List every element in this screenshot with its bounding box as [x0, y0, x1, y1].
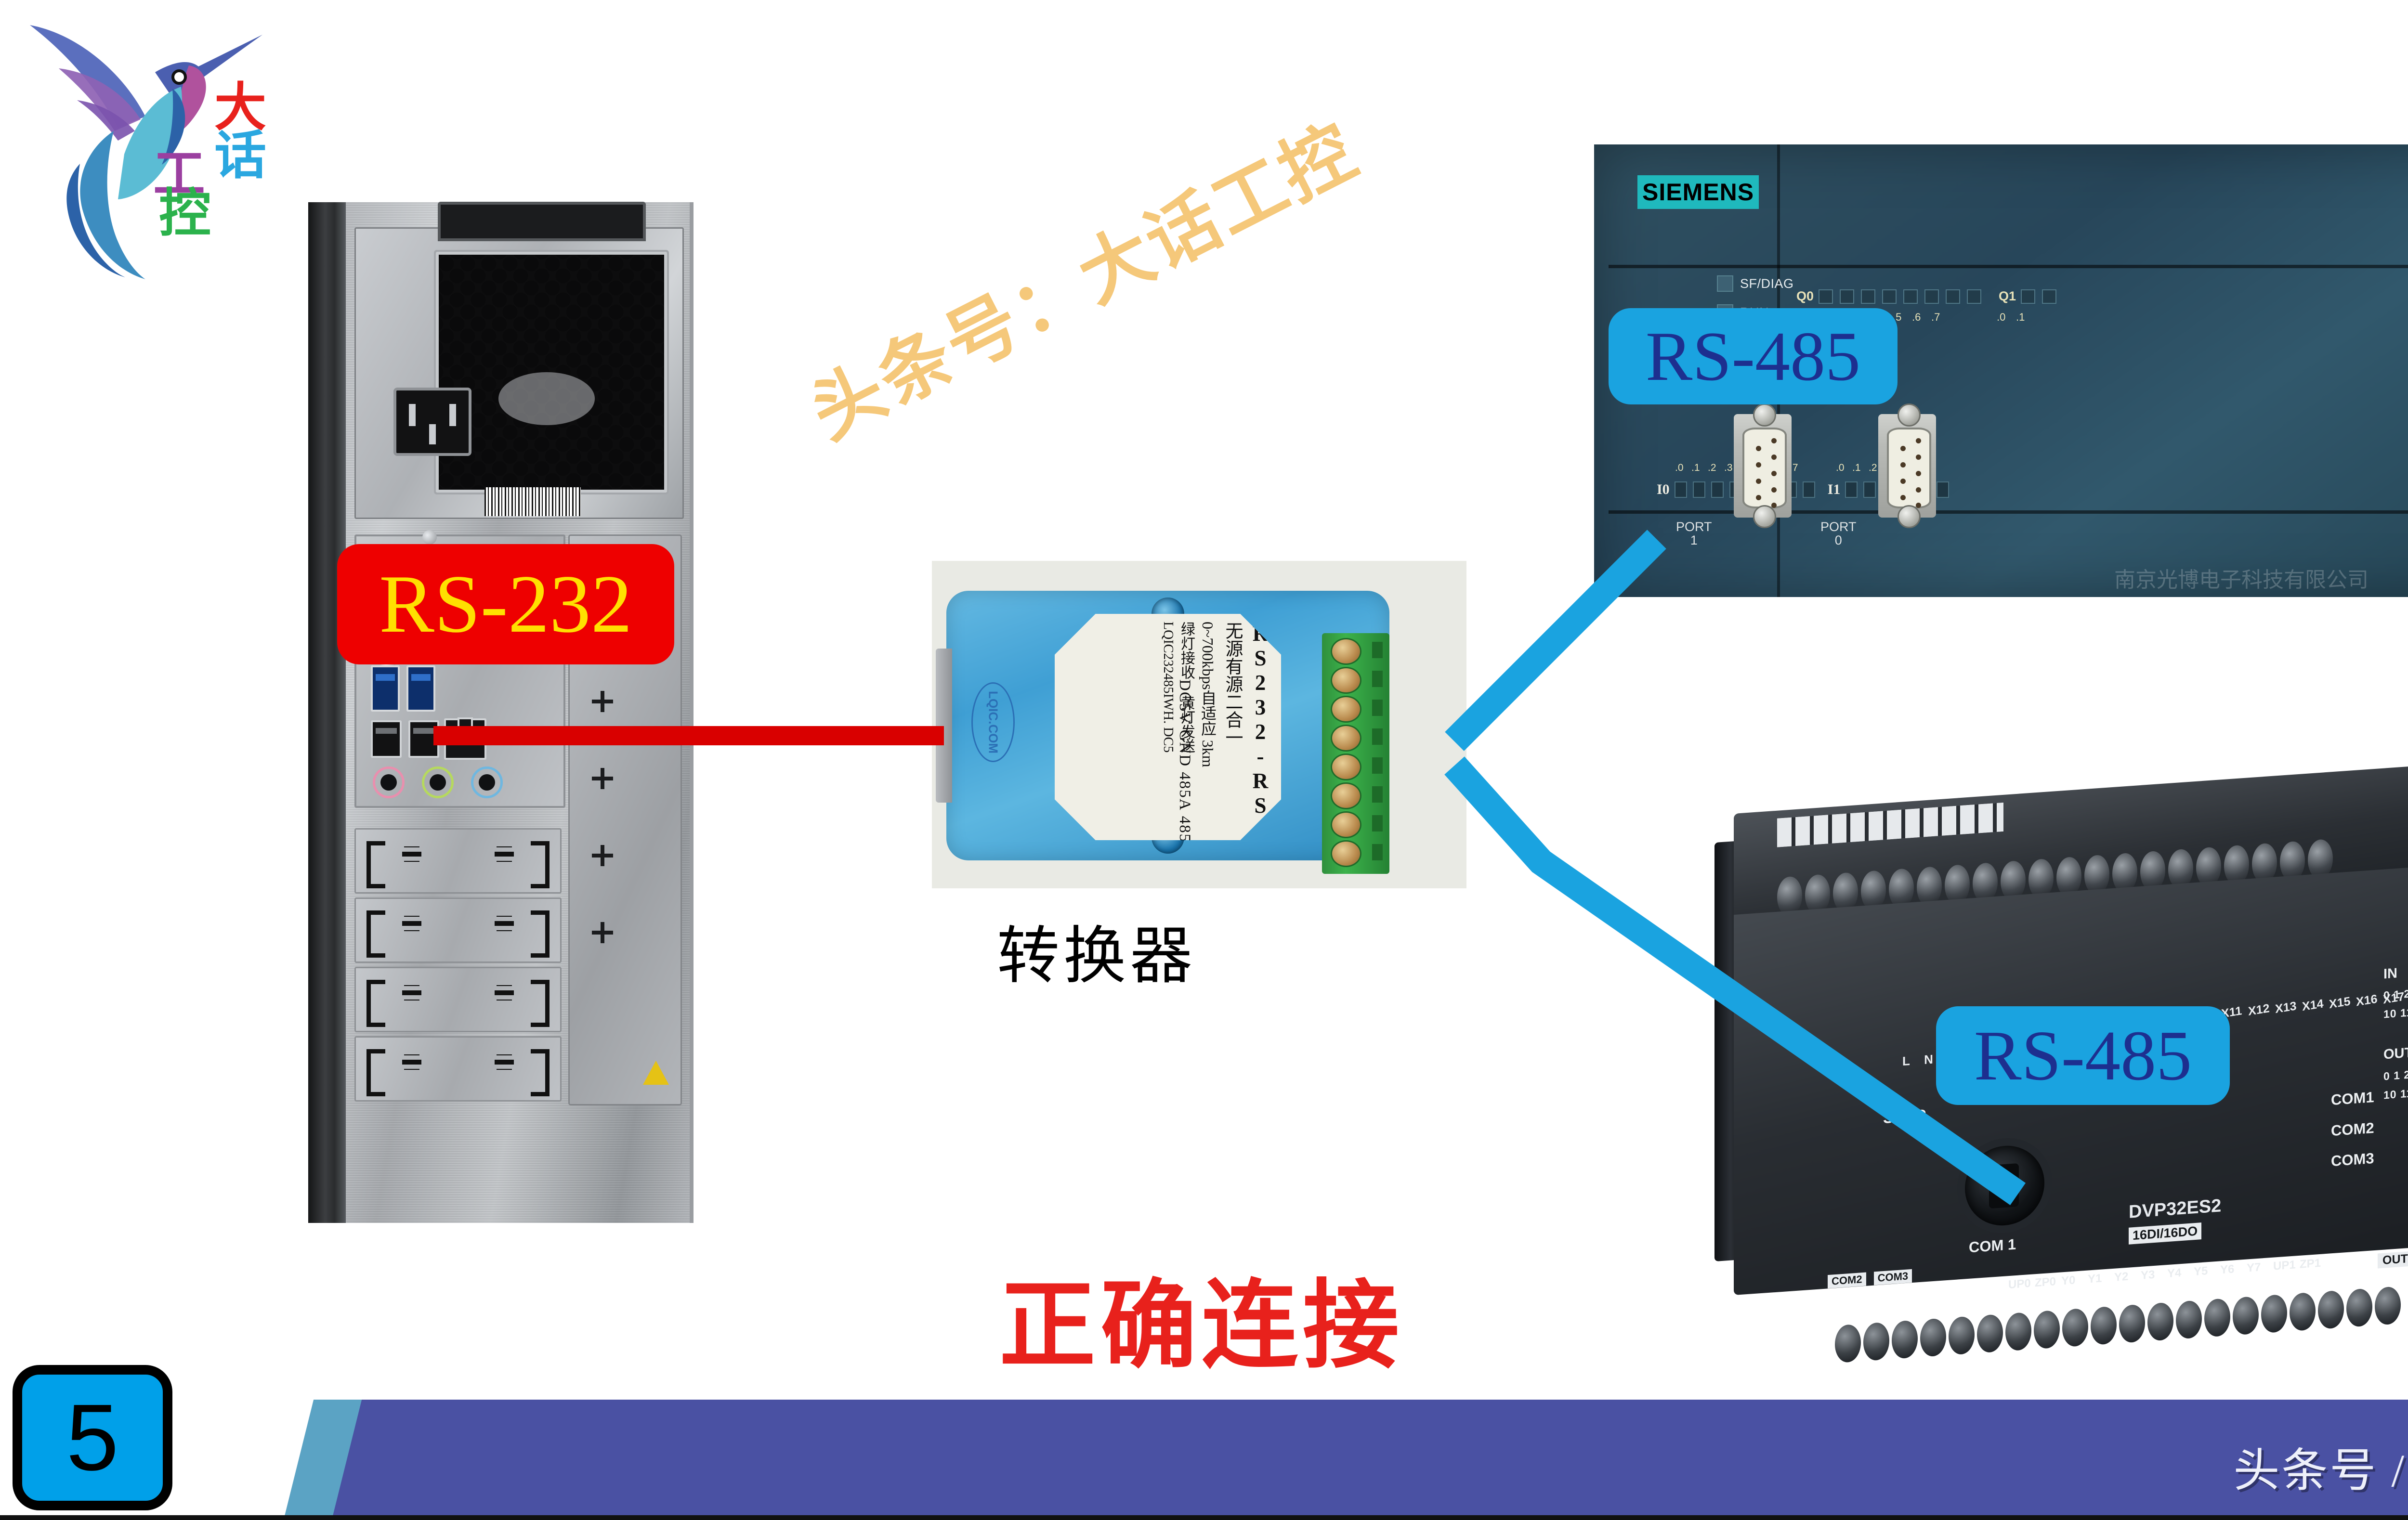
footer-bar: [331, 1400, 2408, 1520]
converter-model-number: LQIC232485IWH. DC5: [1161, 622, 1176, 753]
psu-vent: [434, 250, 669, 494]
expansion-slot-cover: [354, 897, 562, 963]
converter-terminal-names: DC5V GND 485A 485B 0000 0000 0000 0000: [1176, 679, 1193, 1017]
converter-spec-line: 0~700kbps自适应 3km: [1199, 622, 1217, 767]
delta-out-label: OUT: [2383, 1045, 2408, 1063]
siemens-brand-label: SIEMENS: [1637, 175, 1759, 209]
expansion-slot-area: [354, 828, 562, 1102]
line-in-jack[interactable]: [471, 766, 503, 798]
siemens-output-leds: Q0 Q1: [1796, 289, 2063, 304]
input-group-i1-label: I1: [1827, 481, 1841, 497]
ethernet-port[interactable]: [444, 717, 486, 760]
converter-caption: 转换器: [997, 922, 1197, 991]
siemens-port1-db9[interactable]: [1734, 403, 1792, 528]
hummingbird-icon: [30, 25, 262, 279]
rs232-callout-badge: RS-232: [337, 544, 674, 664]
expansion-slot-cover: [354, 1036, 562, 1102]
converter-feature-line: 无源有源二合一: [1222, 622, 1242, 746]
converter-label-sticker: RS232-RS485转换器 无源有源二合一 0~700kbps自适应 3km …: [1055, 614, 1281, 840]
desktop-pc-tower: [308, 202, 694, 1223]
logo-char-hua: 话: [214, 128, 266, 185]
rs485-delta-callout-badge: RS-485: [1936, 1006, 2230, 1105]
led-label-sf-diag: SF/DIAG: [1740, 276, 1794, 291]
power-terminal-l: L: [1902, 1053, 1910, 1069]
delta-out-group-tag: OUT: [2378, 1251, 2408, 1269]
expansion-slot-cover: [354, 967, 562, 1032]
microphone-jack[interactable]: [373, 766, 405, 798]
converter-terminal-block[interactable]: [1322, 633, 1389, 874]
led-sf-diag: [1717, 275, 1733, 292]
page-number: 5: [66, 1385, 119, 1490]
usb2-port-2[interactable]: [408, 720, 439, 758]
delta-com1-label: COM 1: [1969, 1235, 2016, 1256]
power-terminal-n: N: [1924, 1052, 1933, 1067]
converter-brand-logo: LQIC.COM: [971, 682, 1015, 762]
logo-char-gong: 工: [153, 146, 205, 203]
expansion-slot-cover: [354, 828, 562, 894]
diagonal-watermark: 头条号：大话工控: [798, 110, 1371, 455]
delta-com-terminal-list: COM1 COM2 COM3: [2331, 1088, 2374, 1170]
slide-footer: 头条号 / 大话工控 5: [0, 1365, 2408, 1520]
output-group-q1-label: Q1: [1999, 289, 2016, 303]
output-group-q0-label: Q0: [1796, 289, 1814, 303]
logo-char-kong: 控: [159, 185, 211, 243]
slide-title: 正确连接: [999, 1273, 1404, 1380]
power-supply-unit: [354, 202, 684, 519]
line-out-jack[interactable]: [422, 766, 454, 798]
rs485-siemens-callout-badge: RS-485: [1609, 308, 1898, 404]
delta-vent: [1777, 803, 2003, 847]
delta-bottom-terminals: [1835, 1286, 2403, 1364]
converter-title: RS232-RS485转换器: [1248, 622, 1272, 958]
delta-model-block: DVP32ES2 16DI/16DO: [2129, 1195, 2221, 1245]
rs232-rs485-converter: LQIC.COM RS232-RS485转换器 无源有源二合一 0~700kbp…: [932, 561, 1466, 888]
input-group-i0-label: I0: [1657, 481, 1670, 497]
siemens-photo-watermark: 南京光博电子科技有限公司: [2114, 568, 2369, 592]
warning-label-icon: [643, 1061, 669, 1085]
power-socket: [393, 388, 471, 456]
siemens-port0-db9[interactable]: [1878, 403, 1936, 528]
usb2-port-1[interactable]: [371, 720, 402, 758]
usb3-port-1[interactable]: [371, 665, 400, 712]
logo-char-da: 大: [214, 79, 266, 137]
converter-led-note: 绿灯接收 黄灯发送: [1178, 622, 1194, 753]
footer-credit: 头条号 / 大话工控: [2233, 1445, 2408, 1496]
page-number-badge: 5: [13, 1365, 172, 1510]
barcode-sticker: [484, 487, 581, 516]
usb3-port-2[interactable]: [406, 665, 435, 712]
brand-logo: 大 话 工 控: [19, 5, 318, 299]
delta-io-indicator-legend: IN 0 1 2 3 4 5 6 7 10 11 12 13 14 15 16 …: [2383, 954, 2408, 1105]
delta-stop-label: STOP: [1883, 1105, 1926, 1127]
